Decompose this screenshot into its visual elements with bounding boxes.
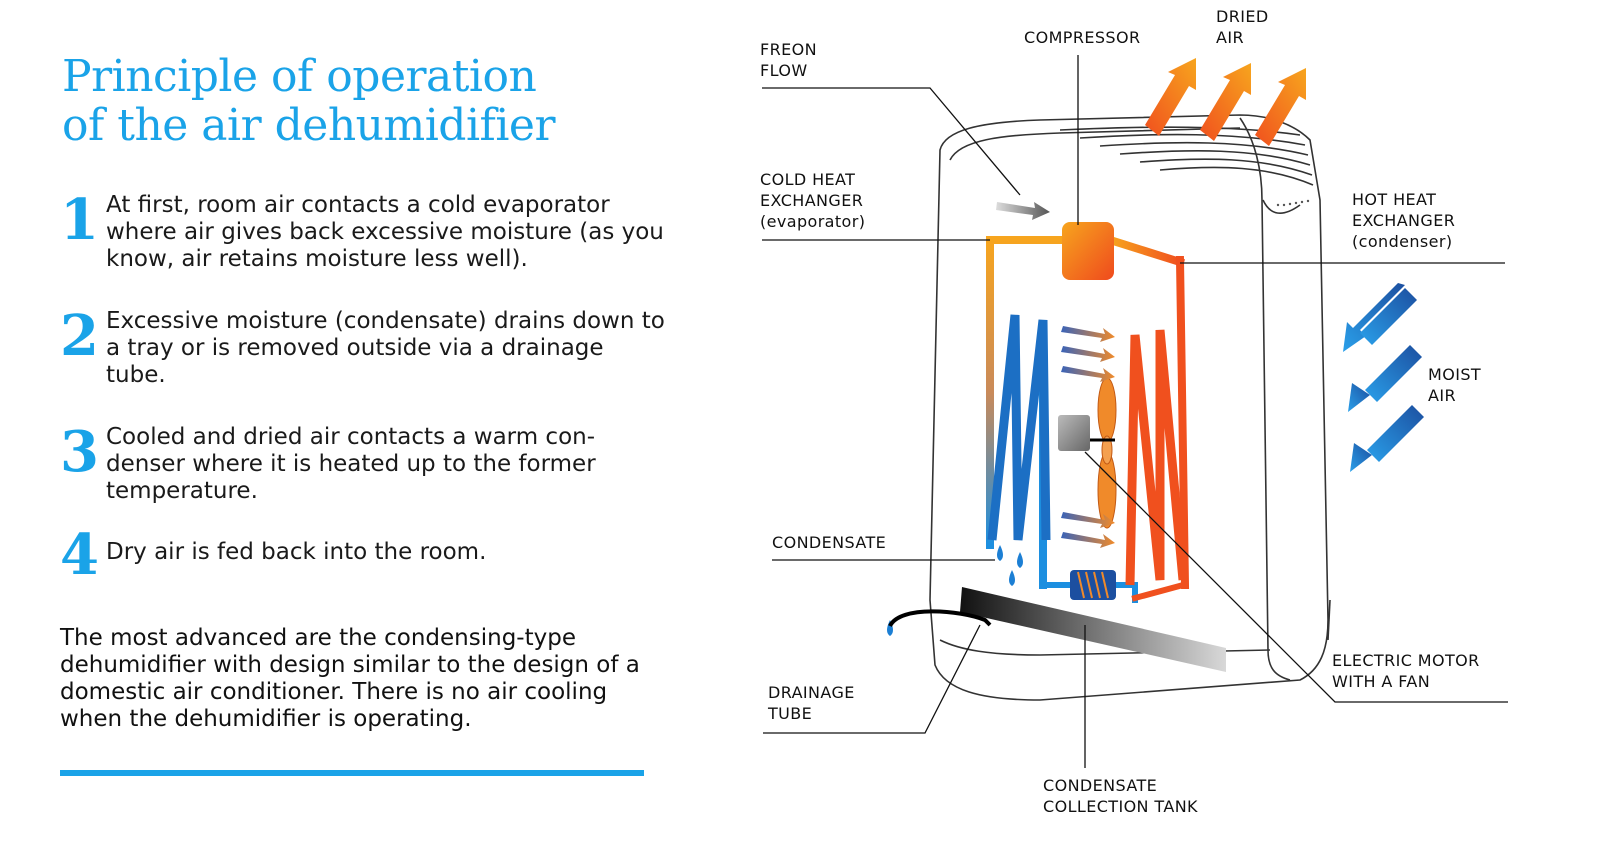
label-line: DRIED <box>1216 7 1269 26</box>
label-line: CONDENSATE <box>772 533 887 552</box>
electric-motor <box>1058 415 1090 451</box>
label-freon-flow: FREON FLOW <box>760 39 817 81</box>
label-line: HOT HEAT <box>1352 190 1437 209</box>
vent-dots <box>1276 199 1310 207</box>
step-number: 4 <box>60 522 99 588</box>
freon-flow-arrow <box>996 202 1050 220</box>
collection-tank <box>960 587 1226 672</box>
condensate-drops <box>887 545 1023 636</box>
label-line: CONDENSATE <box>1043 776 1158 795</box>
label-line: COMPRESSOR <box>1024 28 1141 47</box>
label-line: WITH A FAN <box>1332 672 1431 691</box>
page-title: Principle of operation of the air dehumi… <box>62 52 555 150</box>
label-line: FREON <box>760 40 817 59</box>
label-line: EXCHANGER <box>760 191 864 210</box>
step-number: 1 <box>60 187 99 253</box>
label-line: ELECTRIC MOTOR <box>1332 651 1480 670</box>
label-electric-motor: ELECTRIC MOTOR WITH A FAN <box>1332 650 1480 692</box>
step-text: Excessive moisture (condensate) drains d… <box>106 308 665 388</box>
step-text: At first, room air contacts a cold evapo… <box>106 192 664 272</box>
leader-lines <box>762 55 1508 768</box>
moist-air-arrows <box>1343 283 1424 472</box>
label-line: EXCHANGER <box>1352 211 1456 230</box>
dried-air-arrows <box>1145 58 1306 146</box>
evaporator-coil <box>987 314 1051 541</box>
label-line: FLOW <box>760 61 808 80</box>
label-cold-heat-exchanger: COLD HEAT EXCHANGER (evaporator) <box>760 169 865 232</box>
label-dried-air: DRIED AIR <box>1216 6 1269 48</box>
label-line: COLD HEAT <box>760 170 856 189</box>
label-drainage-tube: DRAINAGE TUBE <box>768 682 855 724</box>
step-text: Dry air is fed back into the room. <box>106 539 487 565</box>
step-number: 3 <box>60 419 99 485</box>
title-line-1: Principle of operation <box>62 51 537 102</box>
step-text: Cooled and dried air contacts a warm con… <box>106 424 596 504</box>
label-line: (condenser) <box>1352 232 1453 251</box>
divider-rule <box>60 770 644 776</box>
drainage-tube <box>888 609 992 628</box>
label-line: (evaporator) <box>760 212 866 231</box>
label-line: DRAINAGE <box>768 683 855 702</box>
fan-blades <box>1097 377 1117 529</box>
title-line-2: of the air dehumidifier <box>62 100 555 151</box>
label-line: AIR <box>1428 386 1456 405</box>
internal-airflow-arrows <box>1061 326 1115 548</box>
compressor-block <box>1062 222 1114 280</box>
step-number: 2 <box>60 303 99 369</box>
label-compressor: COMPRESSOR <box>1024 27 1140 48</box>
summary-text: The most advanced are the condensing-typ… <box>60 625 640 732</box>
expansion-valve <box>1070 570 1116 600</box>
condenser-coil <box>1125 329 1188 586</box>
label-condensate: CONDENSATE <box>772 532 886 553</box>
label-line: TUBE <box>768 704 813 723</box>
label-line: AIR <box>1216 28 1244 47</box>
label-collection-tank: CONDENSATE COLLECTION TANK <box>1043 775 1198 817</box>
label-hot-heat-exchanger: HOT HEAT EXCHANGER (condenser) <box>1352 189 1455 252</box>
label-line: MOIST <box>1428 365 1482 384</box>
label-line: COLLECTION TANK <box>1043 797 1198 816</box>
label-moist-air: MOIST AIR <box>1428 364 1481 406</box>
